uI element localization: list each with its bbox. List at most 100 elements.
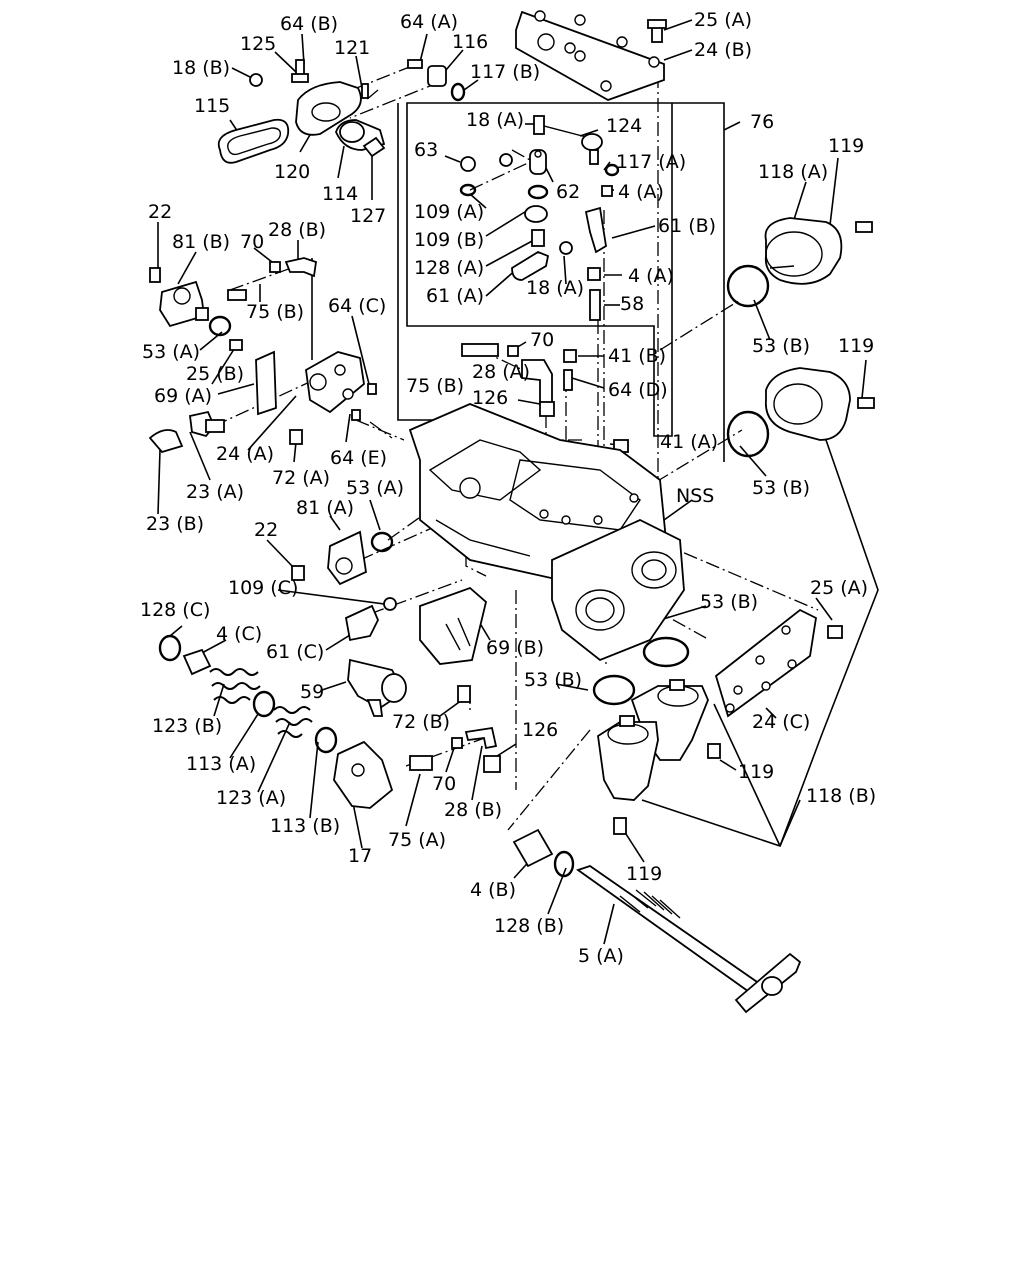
part-53b-oring-2 [726, 410, 770, 458]
label-22-mid: 22 [254, 519, 278, 541]
label-64d: 64 (D) [608, 379, 668, 401]
part-4b-bush [512, 828, 554, 868]
label-18a-top: 18 (A) [466, 109, 524, 131]
label-81b: 81 (B) [172, 231, 230, 253]
label-72b: 72 (B) [392, 711, 450, 733]
part-5a-shaft [576, 865, 802, 1014]
label-117a: 117 (A) [616, 151, 686, 173]
label-128a: 128 (A) [414, 257, 484, 279]
part-75b-pin [227, 289, 247, 301]
label-25a-top: 25 (A) [694, 9, 752, 31]
label-28a: 28 (A) [472, 361, 530, 383]
part-25a-top-bolt [647, 19, 667, 43]
label-53b-4: 53 (B) [524, 669, 582, 691]
part-24a-plate [305, 351, 365, 414]
label-124: 124 [606, 115, 642, 137]
label-75b-mid: 75 (B) [406, 375, 464, 397]
label-119-3: 119 [738, 761, 774, 783]
label-113b: 113 (B) [270, 815, 340, 837]
part-118b-actuator-lower-2 [597, 715, 659, 801]
part-64a-116-117b [407, 59, 466, 102]
part-53a-oring-1 [208, 315, 232, 337]
label-120: 120 [274, 161, 310, 183]
label-75b-top: 75 (B) [246, 301, 304, 323]
label-114: 114 [322, 183, 358, 205]
label-59: 59 [300, 681, 324, 703]
part-128c-ring [158, 634, 182, 662]
label-28b-top: 28 (B) [268, 219, 326, 241]
part-23b-hose [148, 429, 184, 454]
label-61c: 61 (C) [266, 641, 324, 663]
part-123b-spring [209, 668, 261, 704]
part-118b-actuator-upper [765, 367, 875, 441]
label-128b: 128 (B) [494, 915, 564, 937]
part-53b-oring-1 [726, 264, 770, 308]
label-NSS: NSS [676, 485, 714, 507]
label-23a: 23 (A) [186, 481, 244, 503]
part-63-nut [460, 156, 476, 172]
label-18b: 18 (B) [172, 57, 230, 79]
part-128a [531, 229, 545, 247]
label-58: 58 [620, 293, 644, 315]
part-118a-actuator [764, 217, 873, 285]
label-41b: 41 (B) [608, 345, 666, 367]
label-5a: 5 (A) [578, 945, 624, 967]
part-4a-bush2 [587, 267, 601, 281]
part-4a-bush [601, 185, 613, 197]
part-125-bolt [291, 59, 309, 83]
part-72a-bolt [289, 429, 303, 445]
label-24c: 24 (C) [752, 711, 810, 733]
label-115: 115 [194, 95, 230, 117]
label-61a: 61 (A) [426, 285, 484, 307]
label-121: 121 [334, 37, 370, 59]
label-53a-2: 53 (A) [346, 477, 404, 499]
part-main-case [408, 403, 667, 581]
label-22-top: 22 [148, 201, 172, 223]
part-61b-lever [584, 206, 607, 254]
part-23a-tee [189, 410, 225, 438]
label-109c: 109 (C) [228, 577, 298, 599]
label-75a: 75 (A) [388, 829, 446, 851]
label-25a-mid: 25 (A) [810, 577, 868, 599]
label-118a: 118 (A) [758, 161, 828, 183]
part-120-bracket [295, 81, 362, 136]
part-119-bolt3 [707, 743, 721, 759]
part-81a [327, 530, 367, 586]
label-18a-mid: 18 (A) [526, 277, 584, 299]
part-25b-bolt [229, 339, 243, 351]
part-22-bolt2 [291, 565, 305, 581]
label-24b: 24 (B) [694, 39, 752, 61]
label-125: 125 [240, 33, 276, 55]
part-69b-bracket [419, 586, 488, 665]
label-109b: 109 (B) [414, 229, 484, 251]
label-119-4: 119 [626, 863, 662, 885]
label-123a: 123 (A) [216, 787, 286, 809]
label-69a: 69 (A) [154, 385, 212, 407]
label-126-top: 126 [472, 387, 508, 409]
label-69b: 69 (B) [486, 637, 544, 659]
part-53b-oring-4 [592, 674, 636, 706]
part-75a-pin [409, 755, 433, 771]
part-113b-ring [314, 726, 338, 754]
part-113a-ring [252, 690, 276, 718]
part-17-bracket [333, 740, 394, 809]
label-109a: 109 (A) [414, 201, 484, 223]
part-22-bolt [149, 267, 161, 283]
label-61b: 61 (B) [658, 215, 716, 237]
label-64b-top: 64 (B) [280, 13, 338, 35]
part-61c-lever [344, 604, 379, 642]
part-drawings [148, 10, 875, 1014]
part-top-cover [515, 10, 665, 101]
part-109a-washer [459, 183, 477, 197]
part-75b-pin2 [461, 343, 499, 357]
part-18a-nut2 [559, 241, 573, 255]
part-64e-pin [351, 409, 361, 421]
callout-labels: 64 (B) 125 121 64 (A) 116 117 (B) 18 (B)… [140, 9, 876, 967]
label-4a-1: 4 (A) [618, 181, 664, 203]
part-18b-nut [249, 73, 263, 87]
label-63: 63 [414, 139, 438, 161]
label-118b: 118 (B) [806, 785, 876, 807]
part-126-plug2 [483, 755, 501, 773]
label-70-bot: 70 [432, 773, 456, 795]
